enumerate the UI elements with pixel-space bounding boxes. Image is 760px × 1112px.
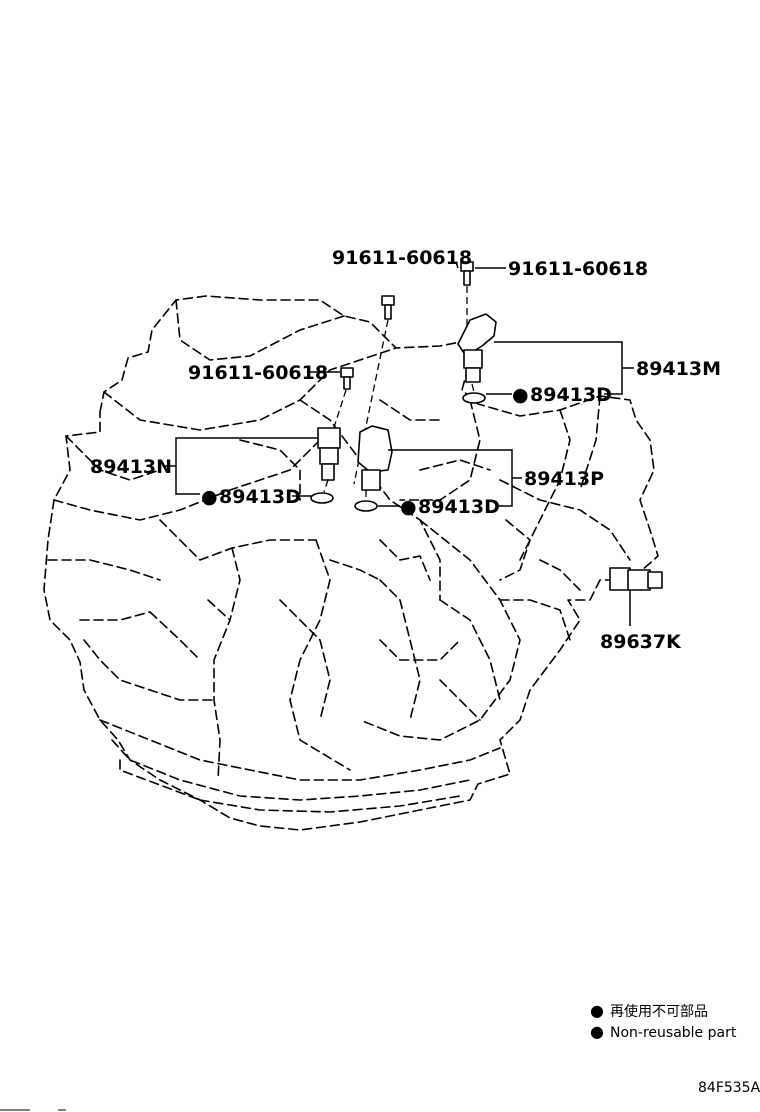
oring-m-shape	[462, 392, 486, 404]
pressure-switch-k	[609, 567, 663, 591]
label-switch-k: 89637K	[600, 631, 682, 653]
speed-sensor-n	[310, 427, 341, 504]
label-sensor-m: 89413M	[636, 358, 721, 380]
label-bolt-middle: 91611-60618	[188, 362, 328, 384]
oring-n-shape	[310, 492, 334, 504]
label-oring-p: 89413D	[418, 496, 500, 518]
label-oring-m: 89413D	[530, 384, 612, 406]
speed-sensor-m	[457, 313, 497, 404]
speed-sensor-p	[354, 425, 393, 512]
legend-text-ja: 再使用不可部品	[610, 1003, 708, 1020]
nonreuse-marker-p: ●	[400, 496, 417, 518]
bolt-middle	[329, 367, 354, 441]
nonreuse-marker-m: ●	[512, 384, 529, 406]
legend-text-en: Non-reusable part	[610, 1025, 737, 1041]
illustration-code: 84F535A	[698, 1080, 760, 1096]
bolt-top-right	[460, 261, 474, 330]
label-bolt-top-right: 91611-60618	[508, 258, 648, 280]
legend: ● 再使用不可部品 ● Non-reusable part	[590, 1001, 737, 1041]
leader-lines	[164, 261, 634, 626]
label-sensor-n: 89413N	[90, 456, 172, 478]
legend-marker-en: ●	[590, 1022, 604, 1041]
bolt-top-left	[353, 295, 395, 485]
transaxle-housing	[43, 295, 659, 831]
oring-p-shape	[354, 500, 378, 512]
nonreuse-marker-n: ●	[201, 486, 218, 508]
label-bolt-top-left: 91611-60618	[332, 247, 472, 269]
label-sensor-p: 89413P	[524, 468, 604, 490]
label-oring-n: 89413D	[219, 486, 301, 508]
legend-marker-ja: ●	[590, 1001, 604, 1020]
